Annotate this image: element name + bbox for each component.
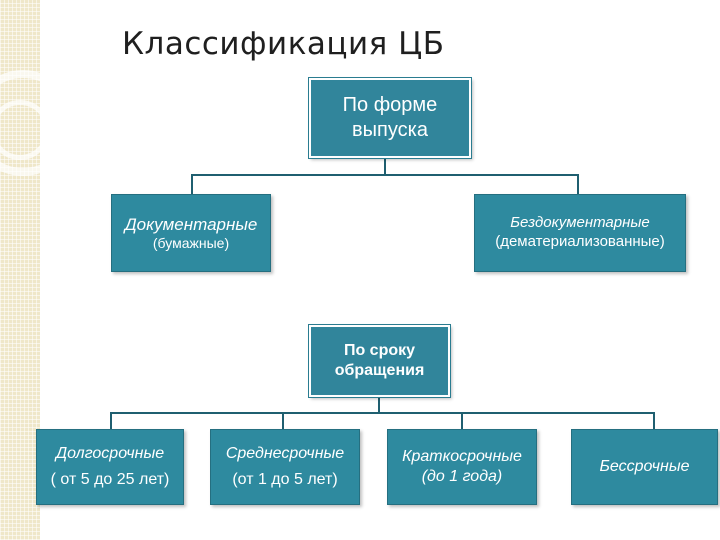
connector-right-drop <box>577 174 579 194</box>
node-perpetual-main: Бессрочные <box>599 458 690 475</box>
node-documentary-sub: (бумажные) <box>152 234 230 251</box>
connector-root1-down <box>384 158 386 175</box>
node-by-maturity: По сроку обращения <box>308 324 451 398</box>
node-documentary-main: Документарные <box>124 214 258 234</box>
node-by-issue-form-line1: По форме <box>342 94 438 116</box>
node-long-term-main: Долгосрочные <box>55 445 165 462</box>
connector-drop-long <box>110 412 112 429</box>
node-by-issue-form-line2: выпуска <box>352 119 428 141</box>
node-documentary: Документарные (бумажные) <box>111 194 271 272</box>
decorative-side-strip <box>0 0 76 540</box>
node-by-maturity-line1: По сроку <box>343 342 416 359</box>
connector-drop-mid <box>282 412 284 429</box>
node-paperless: Бездокументарные (дематериализованные) <box>474 194 686 272</box>
node-by-maturity-line2: обращения <box>334 362 425 379</box>
node-medium-term: Среднесрочные (от 1 до 5 лет) <box>210 429 360 505</box>
node-medium-term-main: Среднесрочные <box>225 445 345 462</box>
node-short-term-main: Краткосрочные <box>402 448 522 465</box>
connector-root2-bar <box>110 412 655 414</box>
swirl-ornament-inner <box>0 100 50 160</box>
node-long-term: Долгосрочные ( от 5 до 25 лет) <box>36 429 184 505</box>
node-short-term: Краткосрочные (до 1 года) <box>387 429 537 505</box>
node-perpetual: Бессрочные <box>571 429 718 505</box>
connector-root1-bar <box>191 174 579 176</box>
node-short-term-sub: (до 1 года) <box>421 468 503 485</box>
connector-drop-short <box>461 412 463 429</box>
swirl-ornament <box>0 70 76 176</box>
connector-drop-perpetual <box>653 412 655 429</box>
slide-title: Классификация ЦБ <box>122 26 445 62</box>
node-paperless-sub: (дематериализованные) <box>495 233 665 250</box>
node-medium-term-sub: (от 1 до 5 лет) <box>232 471 338 488</box>
node-by-issue-form: По форме выпуска <box>308 77 472 159</box>
connector-root2-down <box>378 397 380 413</box>
node-paperless-main: Бездокументарные <box>510 214 650 232</box>
node-long-term-sub: ( от 5 до 25 лет) <box>50 471 170 488</box>
connector-left-drop <box>191 174 193 194</box>
